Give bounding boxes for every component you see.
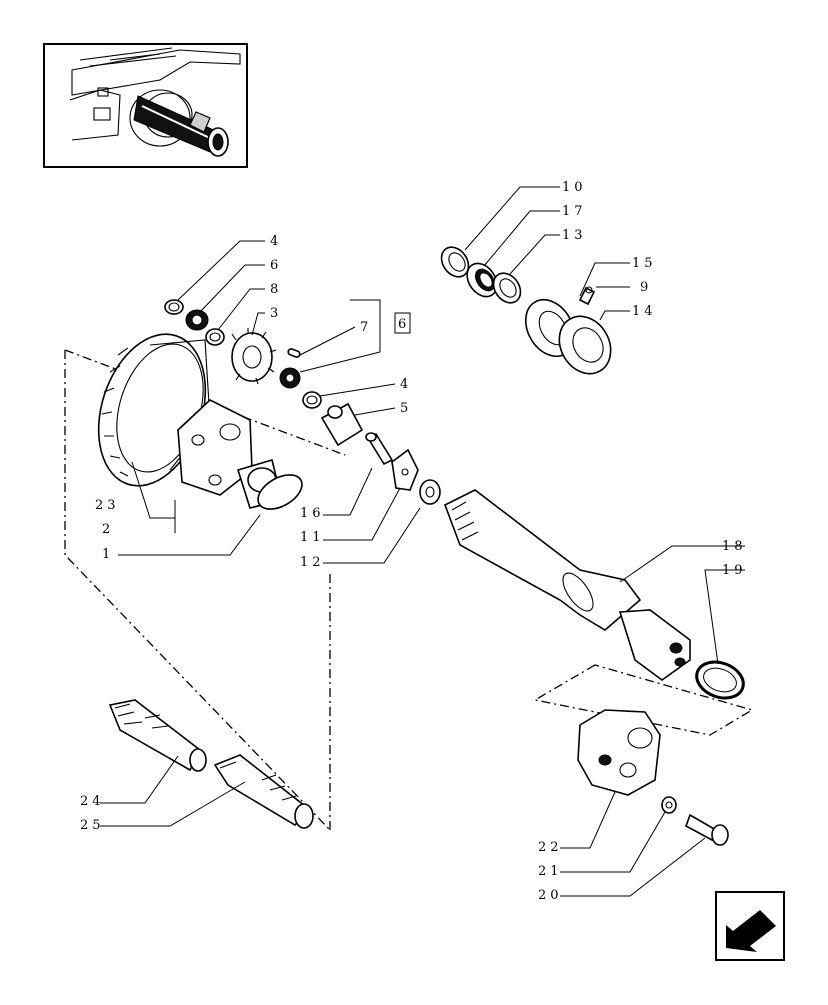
label-6: 6	[270, 258, 282, 273]
label-13: 13	[562, 228, 587, 243]
leader-lines	[100, 186, 745, 897]
lock-plate	[391, 448, 419, 491]
label-17: 17	[562, 204, 587, 219]
label-22: 22	[538, 840, 563, 855]
ring	[492, 272, 522, 304]
label-24: 24	[80, 794, 105, 809]
thrust-washer	[164, 299, 184, 315]
circlip	[695, 660, 745, 700]
label-8: 8	[270, 282, 282, 297]
label-16: 16	[300, 506, 325, 521]
planet-shaft	[320, 402, 364, 447]
spacer-ring	[205, 328, 225, 346]
grease-fitting	[578, 286, 596, 306]
bolt	[685, 813, 729, 846]
label-3: 3	[270, 306, 282, 321]
label-15: 15	[632, 256, 657, 271]
label-12: 12	[300, 555, 325, 570]
group-outline-bracket	[533, 664, 754, 736]
label-4-top: 4	[270, 234, 282, 249]
washer-2	[661, 796, 677, 814]
spring-pin	[365, 432, 394, 466]
label-11: 11	[300, 530, 325, 545]
washer	[419, 479, 441, 505]
label-25: 25	[80, 818, 105, 833]
label-7: 7	[360, 320, 372, 335]
label-23: 23	[95, 498, 120, 513]
planet-carrier	[177, 399, 283, 509]
group-outline-left	[64, 350, 331, 831]
label-5: 5	[400, 401, 412, 416]
label-10: 10	[562, 180, 587, 195]
coupler	[577, 709, 661, 796]
planet-gear	[231, 328, 277, 385]
navigate-back-arrow-icon[interactable]	[715, 891, 785, 961]
label-21: 21	[538, 864, 563, 879]
bearing	[466, 262, 498, 298]
label-2: 2	[102, 522, 114, 537]
label-19: 19	[722, 563, 747, 578]
pin	[287, 348, 301, 358]
seal	[440, 246, 470, 278]
pto-shaft	[443, 489, 691, 681]
needle-bearing-2	[279, 367, 301, 389]
label-1: 1	[102, 547, 114, 562]
thrust-washer-2	[302, 391, 322, 409]
splined-shaft-2	[213, 754, 314, 829]
label-4-lower: 4	[400, 377, 412, 392]
label-20: 20	[538, 888, 563, 903]
callout-box	[394, 312, 411, 334]
label-9: 9	[640, 280, 652, 295]
snap-ring	[257, 474, 303, 510]
splined-shaft	[108, 699, 207, 772]
bearing-cup	[558, 315, 612, 375]
label-14: 14	[632, 304, 657, 319]
label-18: 18	[722, 539, 747, 554]
needle-bearing	[185, 309, 209, 331]
label-6-boxed: 6	[398, 317, 410, 332]
part-labels: 10 17 13 4 6 8 3 15 9 14 7 6 4 5 23 16 2…	[80, 180, 747, 903]
group-outline-top	[64, 349, 346, 456]
thumbnail-icon	[43, 43, 248, 168]
